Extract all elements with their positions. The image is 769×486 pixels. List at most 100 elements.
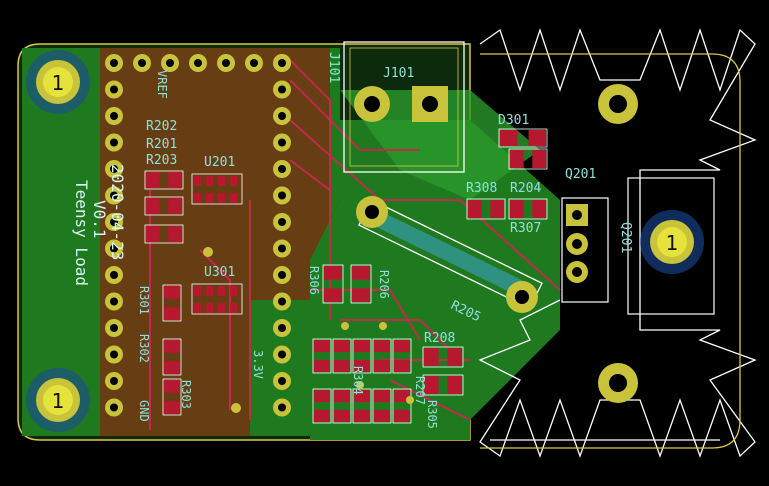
smd-resistor[interactable] (162, 338, 182, 376)
header-pin[interactable] (105, 239, 123, 258)
r205-pad-2[interactable] (506, 281, 538, 313)
vias (203, 247, 414, 413)
copper-traces (149, 59, 561, 430)
header-pin[interactable] (273, 266, 291, 284)
header-pin[interactable] (273, 160, 291, 178)
mount-hole-label: 1 (666, 231, 679, 255)
smd-resistor[interactable] (144, 196, 184, 216)
q201-pin-3[interactable] (566, 261, 588, 283)
r304-label: R304 (351, 366, 365, 395)
header-pin[interactable] (105, 186, 123, 205)
header-pin[interactable] (217, 54, 235, 72)
smd-resistor[interactable] (144, 224, 184, 244)
teensy-header-left (105, 54, 123, 417)
header-pin[interactable] (273, 239, 291, 258)
j101-pad-2[interactable] (412, 86, 448, 122)
header-pin[interactable] (105, 133, 123, 152)
smd-resistor[interactable] (162, 284, 182, 322)
header-pin[interactable] (273, 372, 291, 390)
header-pin[interactable] (273, 213, 291, 231)
smd-resistor[interactable] (392, 338, 412, 374)
header-pin[interactable] (105, 80, 123, 99)
r301-label: R301 (137, 286, 151, 315)
mount-hole-q201[interactable]: 1 (640, 210, 704, 274)
r206-label: R206 (377, 270, 391, 299)
header-pin[interactable] (273, 54, 291, 72)
smd-resistor[interactable] (372, 338, 392, 374)
header-pin[interactable] (273, 319, 291, 337)
header-pin[interactable] (245, 54, 263, 72)
smd-resistor[interactable] (144, 170, 184, 190)
smd-resistor[interactable] (422, 374, 464, 396)
mount-hole-top-left[interactable]: 1 (26, 50, 90, 114)
r205-pad-1[interactable] (356, 196, 388, 228)
smd-resistor[interactable] (508, 198, 548, 220)
q201-pin-1[interactable] (566, 204, 588, 226)
header-pin[interactable] (273, 186, 291, 205)
header-pin[interactable] (273, 107, 291, 125)
board-title-line-3: 2020-04-23 (108, 164, 127, 260)
smd-resistor[interactable] (372, 388, 392, 424)
smd-resistor[interactable] (508, 148, 548, 170)
smd-resistor[interactable] (498, 128, 548, 148)
j101-pad-1[interactable] (354, 86, 390, 122)
back-copper-pour (100, 48, 330, 436)
board-title-line-2: V0.1 (90, 200, 109, 239)
smd-components (144, 128, 548, 424)
v33-label: 3.3V (251, 350, 265, 379)
smd-resistor[interactable] (352, 338, 372, 374)
header-pin[interactable] (105, 398, 123, 417)
r204-label: R204 (510, 181, 541, 196)
header-pin[interactable] (105, 107, 123, 125)
header-pin[interactable] (133, 54, 151, 72)
header-pin[interactable] (105, 213, 123, 231)
smd-resistor[interactable] (332, 338, 352, 374)
r302-label: R302 (137, 334, 151, 363)
smd-resistor[interactable] (332, 388, 352, 424)
teensy-header-right (273, 54, 291, 417)
r208-label: R208 (424, 331, 455, 346)
smd-resistor[interactable] (466, 198, 506, 220)
header-pin[interactable] (189, 54, 207, 72)
header-pin[interactable] (273, 292, 291, 311)
header-pin[interactable] (273, 80, 291, 99)
r207-label: R207 (413, 376, 427, 405)
q201-pin-2[interactable] (566, 233, 588, 255)
header-pin[interactable] (105, 372, 123, 390)
header-pin[interactable] (273, 345, 291, 364)
header-pin[interactable] (105, 345, 123, 364)
heatsink-courtyard (480, 53, 741, 449)
header-pin[interactable] (161, 54, 179, 72)
header-pin[interactable] (273, 398, 291, 417)
smd-resistor[interactable] (322, 264, 344, 304)
power-copper-zone (340, 90, 540, 200)
r307-label: R307 (510, 221, 541, 236)
smd-resistor[interactable] (312, 388, 332, 424)
header-pin[interactable] (105, 292, 123, 311)
heatsink-pad-top[interactable] (598, 84, 638, 124)
smd-resistor[interactable] (392, 388, 412, 424)
smd-resistor[interactable] (312, 338, 332, 374)
smd-resistor[interactable] (422, 346, 464, 368)
r306-label: R306 (307, 266, 321, 295)
smd-resistor[interactable] (162, 378, 182, 416)
mount-hole-bottom-left[interactable]: 1 (26, 368, 90, 432)
smd-ic[interactable] (191, 173, 243, 205)
header-pin[interactable] (105, 319, 123, 337)
smd-resistor[interactable] (350, 264, 372, 304)
q201-outline (561, 197, 609, 303)
header-pin[interactable] (273, 133, 291, 152)
mount-hole-label: 1 (52, 71, 65, 95)
smd-ic[interactable] (191, 283, 243, 315)
smd-resistor[interactable] (352, 388, 372, 424)
mount-hole-label: 1 (52, 389, 65, 413)
header-pin[interactable] (105, 160, 123, 178)
heatsink-pad-bottom[interactable] (598, 363, 638, 403)
header-pin[interactable] (105, 266, 123, 284)
board-title-line-1: Teensy Load (72, 180, 91, 286)
q201-label: Q201 (565, 167, 596, 182)
header-pin[interactable] (105, 54, 123, 72)
j101-courtyard (349, 47, 459, 167)
